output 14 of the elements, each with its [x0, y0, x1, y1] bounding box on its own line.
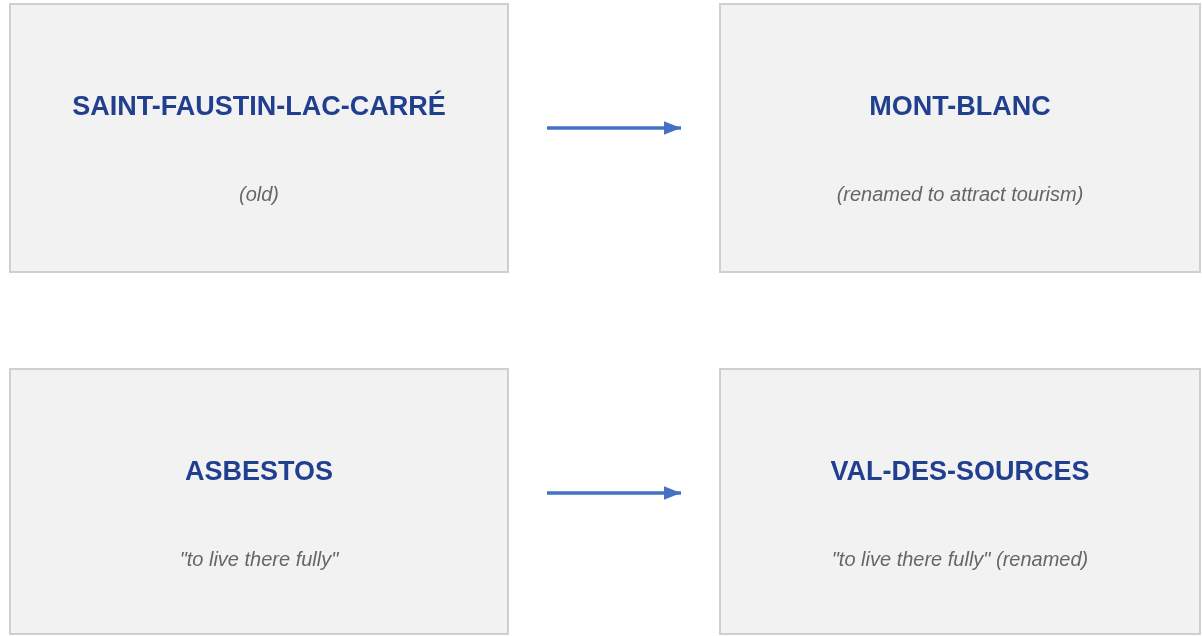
place-note: (old) — [239, 183, 279, 206]
place-name: MONT-BLANC — [869, 91, 1051, 122]
place-name: ASBESTOS — [184, 456, 333, 487]
place-note: "to live there fully" — [179, 548, 339, 571]
place-box — [9, 3, 509, 273]
place-box — [9, 368, 509, 635]
place-name: SAINT-FAUSTIN-LAC-CARRÉ — [72, 91, 446, 122]
place-note: (renamed to attract tourism) — [836, 183, 1084, 206]
arrow — [547, 121, 681, 135]
place-name: VAL-DES-SOURCES — [830, 456, 1090, 487]
place-box — [719, 3, 1201, 273]
arrow — [547, 486, 681, 500]
place-note: "to live there fully" (renamed) — [831, 548, 1089, 571]
place-box — [719, 368, 1201, 635]
